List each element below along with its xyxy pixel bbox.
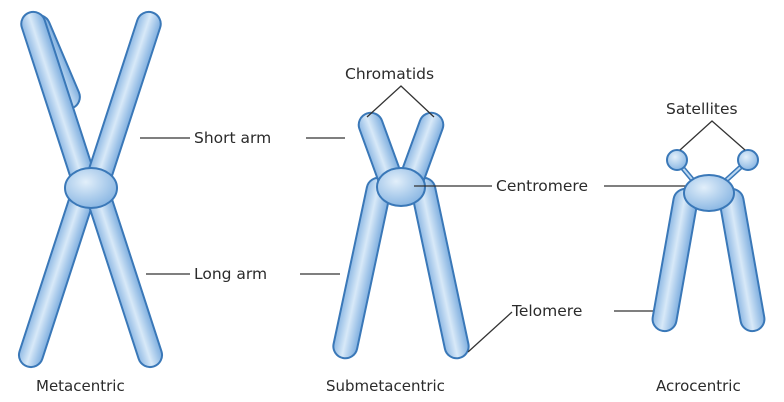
- metacentric-chromosome: [16, 9, 165, 370]
- satellites-label: Satellites: [666, 100, 738, 118]
- metacentric-lower-right-arm: [85, 186, 165, 370]
- long-arm-label: Long arm: [194, 265, 267, 283]
- acrocentric-left-satellite: [667, 150, 687, 170]
- submetacentric-caption: Submetacentric: [326, 377, 445, 395]
- centromere-label: Centromere: [496, 177, 588, 195]
- acrocentric-right-satellite: [738, 150, 758, 170]
- metacentric-upper-left-chromatid: [18, 9, 98, 191]
- acrocentric-chromosome: [651, 150, 767, 333]
- acrocentric-caption: Acrocentric: [656, 377, 741, 395]
- short-arm-callout: Short arm: [140, 129, 345, 147]
- metacentric-lower-left-arm: [16, 186, 96, 370]
- telomere-callout: Telomere: [468, 302, 662, 352]
- short-arm-label: Short arm: [194, 129, 271, 147]
- submetacentric-lower-left-arm: [331, 176, 393, 361]
- submetacentric-lower-right-arm: [409, 176, 471, 361]
- acrocentric-centromere: [684, 175, 734, 211]
- long-arm-callout: Long arm: [146, 265, 340, 283]
- satellites-callout: Satellites: [666, 100, 745, 150]
- chromatids-label: Chromatids: [345, 65, 434, 83]
- centromere-callout: Centromere: [414, 177, 706, 195]
- acrocentric-left-arm: [651, 187, 700, 333]
- metacentric-caption: Metacentric: [36, 377, 125, 395]
- submetacentric-chromosome: [331, 109, 471, 360]
- submetacentric-centromere: [377, 168, 425, 206]
- chromatids-callout: Chromatids: [345, 65, 434, 117]
- metacentric-centromere: [65, 168, 117, 208]
- metacentric-upper-right-chromatid: [84, 9, 164, 191]
- telomere-label: Telomere: [511, 302, 582, 320]
- acrocentric-right-arm: [718, 187, 767, 333]
